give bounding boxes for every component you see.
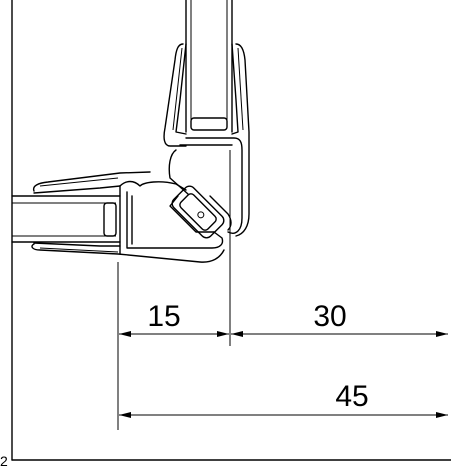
dimension-label-15: 15	[147, 300, 180, 333]
connector-flange-lower	[169, 195, 215, 233]
vertical-seal-profile	[163, 43, 250, 237]
horizontal-seal-profile	[31, 171, 225, 263]
dimension-30: 30	[231, 300, 448, 337]
corner-connector	[171, 185, 225, 239]
dimension-45: 45	[119, 380, 448, 418]
dimension-label-30: 30	[313, 300, 346, 333]
connector-flange	[209, 195, 232, 231]
vertical-glass-panel	[185, 0, 233, 133]
frame	[11, 0, 451, 461]
dimension-label-45: 45	[335, 380, 368, 413]
dimension-15: 15	[119, 300, 229, 337]
extension-lines	[117, 150, 231, 430]
horizontal-glass-panel	[11, 195, 121, 243]
corner-mark: 2	[0, 453, 8, 468]
